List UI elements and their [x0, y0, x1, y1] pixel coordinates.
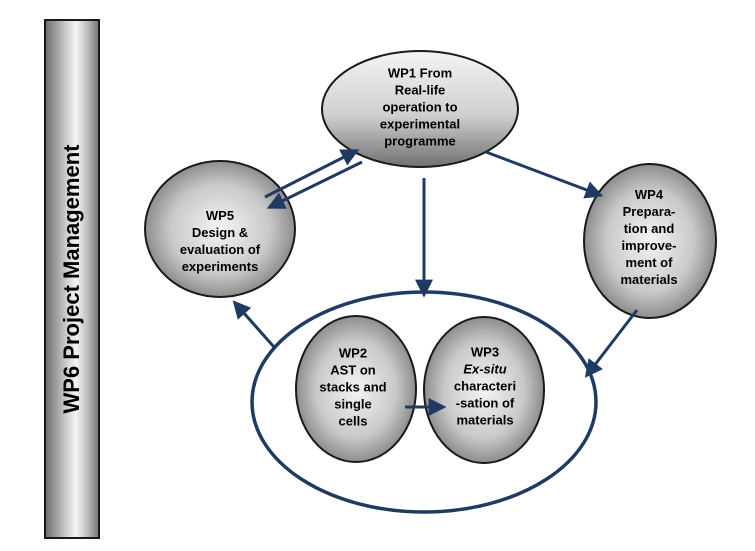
wp2-line-2: AST on [330, 362, 376, 378]
wp5-label: WP5 Design & evaluation of experiments [180, 207, 260, 275]
wp2-node[interactable] [295, 315, 417, 463]
wp1-node[interactable] [321, 50, 519, 168]
wp4-node[interactable] [583, 163, 717, 319]
wp1-line-3: operation to [382, 99, 458, 115]
wp1-line-5: programme [384, 133, 456, 149]
wp5-line-4: experiments [181, 259, 259, 274]
wp4-line-5: ment of [625, 255, 673, 270]
wp1-label: WP1 From Real-life operation to experime… [380, 65, 460, 150]
arrow-wp4-to-group [584, 309, 639, 378]
wp2-line-1: WP2 [338, 345, 368, 361]
wp4-label: WP4 Prepara- tion and improve- ment of m… [620, 186, 677, 288]
wp5-line-1: WP5 [205, 208, 235, 223]
wp4-line-2: Prepara- [622, 204, 676, 219]
wp4-line-6: materials [620, 272, 678, 287]
arrow-wp1-to-wp5 [266, 160, 363, 209]
wp3-line-1: WP3 [470, 344, 500, 360]
wp4-line-1: WP4 [634, 187, 664, 202]
wp6-management-bar [44, 19, 100, 539]
wp5-line-2: Design & [191, 225, 249, 240]
wp3-label: WP3 Ex-situ characteri -sation of materi… [454, 344, 516, 429]
wp5-node[interactable] [144, 160, 296, 298]
wp2-line-3: stacks and [319, 379, 387, 395]
wp1-line-2: Real-life [394, 82, 446, 98]
wp2-label: WP2 AST on stacks and single cells [319, 345, 386, 430]
wp4-line-4: improve- [621, 238, 677, 253]
wp1-line-4: experimental [379, 116, 461, 132]
wp3-line-2: Ex-situ [463, 361, 507, 377]
wp5-line-3: evaluation of [179, 242, 261, 257]
wp1-line-1: WP1 From [387, 65, 453, 81]
wp3-node[interactable] [423, 316, 545, 464]
wp3-line-5: materials [456, 412, 514, 428]
wp2-line-5: cells [338, 413, 368, 429]
wp3-line-4: -sation of [455, 395, 515, 411]
wp3-line-3: characteri [453, 378, 517, 394]
arrow-wp5-to-wp1 [264, 149, 360, 199]
arrow-group-to-wp5 [232, 300, 276, 348]
wp4-line-3: tion and [623, 221, 675, 236]
wp2-line-4: single [334, 396, 372, 412]
arrow-wp1-to-wp4 [485, 150, 604, 199]
